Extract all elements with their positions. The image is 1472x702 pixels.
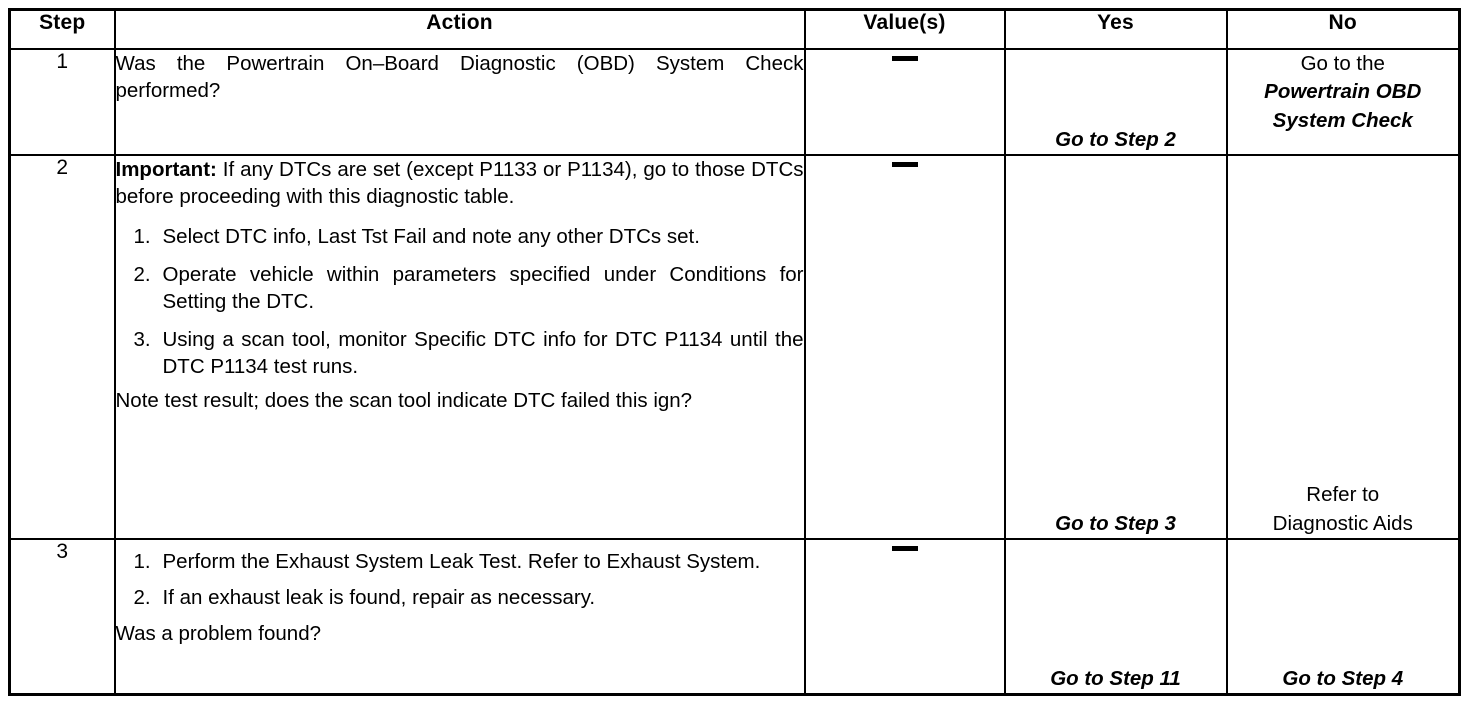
table-header: Step Action Value(s) Yes No [8,8,1461,50]
action-question: Was a problem found? [115,622,322,646]
em-dash-mark [891,56,918,62]
list-item-text: Perform the Exhaust System Leak Test. Re… [162,550,761,573]
important-note: Important: If any DTCs are set (except P… [116,156,804,210]
column-header-yes: Yes [1003,8,1228,50]
diagnostic-table-page: Step Action Value(s) Yes No 1 Was the Po… [0,8,1472,702]
column-header-values: Value(s) [803,8,1006,50]
value-cell [803,538,1006,696]
no-branch-line-1: Go to Step 4 [1282,666,1404,690]
step-number: 2 [8,154,116,540]
list-item-text: Operate vehicle within parameters specif… [162,263,804,314]
list-item-text: Select DTC info, Last Tst Fail and note … [162,225,700,249]
em-dash-mark [891,546,918,552]
list-item: 2. Operate vehicle within parameters spe… [116,261,804,315]
yes-branch-cell: Go to Step 11 [1003,538,1228,696]
column-header-no: No [1225,8,1461,50]
value-cell [803,154,1006,540]
column-header-step: Step [8,8,116,50]
list-item-number: 1. [133,550,151,573]
list-item: 3. Using a scan tool, monitor Specific D… [116,326,804,380]
list-item: 2. If an exhaust leak is found, repair a… [116,584,804,611]
list-item-number: 2. [133,586,151,610]
action-steps-list: 1. Perform the Exhaust System Leak Test.… [116,548,804,611]
yes-branch-line-1: Go to Step 2 [1055,127,1176,151]
no-branch-line-1: Refer to [1306,483,1380,507]
header-row: Step Action Value(s) Yes No [8,8,1461,50]
table-row: 1 Was the Powertrain On–Board Diagnostic… [8,48,1461,156]
yes-branch-cell: Go to Step 3 [1003,154,1228,540]
em-dash-mark [891,162,918,168]
table-row: 3 1. Perform the Exhaust System Leak Tes… [8,538,1461,696]
column-header-action: Action [113,8,806,50]
important-label: Important: [115,158,217,181]
no-branch-line-2: Diagnostic Aids [1272,511,1413,535]
yes-branch-line-1: Go to Step 3 [1055,511,1176,535]
table-body: 1 Was the Powertrain On–Board Diagnostic… [8,48,1461,696]
value-cell [803,48,1006,156]
diagnostic-table: Step Action Value(s) Yes No 1 Was the Po… [8,8,1461,696]
list-item-number: 1. [133,225,151,249]
no-branch-line-2: Powertrain OBD [1264,80,1422,104]
important-text: If any DTCs are set (except P1133 or P11… [115,158,804,209]
list-item: 1. Select DTC info, Last Tst Fail and no… [116,223,804,250]
no-branch-line-1: Go to the [1300,52,1385,75]
action-cell: 1. Perform the Exhaust System Leak Test.… [113,538,806,696]
step-number: 3 [8,538,116,696]
action-cell: Important: If any DTCs are set (except P… [113,154,806,540]
list-item-number: 2. [133,263,151,287]
no-branch-cell: Refer to Diagnostic Aids [1225,154,1461,540]
list-item-number: 3. [133,328,151,352]
yes-branch-cell: Go to Step 2 [1003,48,1228,156]
list-item-text: Using a scan tool, monitor Specific DTC … [162,328,804,379]
yes-branch-line-1: Go to Step 11 [1050,666,1181,690]
no-branch-cell: Go to the Powertrain OBD System Check [1225,48,1461,156]
step-number: 1 [8,48,116,156]
no-branch-cell: Go to Step 4 [1225,538,1461,696]
action-steps-list: 1. Select DTC info, Last Tst Fail and no… [116,223,804,380]
list-item: 1. Perform the Exhaust System Leak Test.… [116,548,804,575]
action-question: Note test result; does the scan tool ind… [115,389,693,413]
action-cell: Was the Powertrain On–Board Diagnostic (… [113,48,806,156]
list-item-text: If an exhaust leak is found, repair as n… [162,586,596,610]
no-branch-line-3: System Check [1272,108,1413,132]
table-row: 2 Important: If any DTCs are set (except… [8,154,1461,540]
action-text: Was the Powertrain On–Board Diagnostic (… [115,52,804,103]
